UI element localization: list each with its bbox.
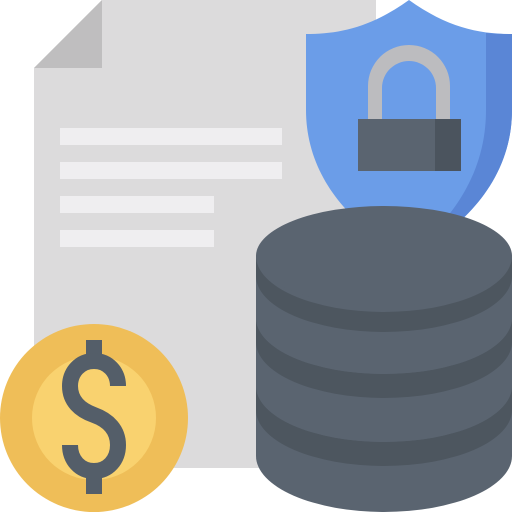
document-folded-corner — [34, 0, 102, 68]
document-text-line-3 — [60, 196, 214, 213]
dollar-coin-icon — [0, 324, 188, 512]
document-text-line-2 — [60, 162, 282, 179]
dollar-sign-icon — [61, 340, 127, 494]
database-middle-band — [256, 318, 512, 398]
database-bottom-band — [256, 386, 512, 466]
padlock-shackle — [368, 45, 450, 120]
database-icon — [256, 206, 512, 512]
padlock-icon — [358, 45, 461, 171]
dollar-sign-curve — [61, 352, 127, 480]
padlock-body-shade — [435, 119, 461, 171]
document-text-line-4 — [60, 230, 214, 247]
document-text-line-1 — [60, 128, 282, 145]
database-top-band — [256, 256, 512, 332]
shield-right-shade — [409, 33, 512, 255]
database-lid — [256, 206, 512, 306]
